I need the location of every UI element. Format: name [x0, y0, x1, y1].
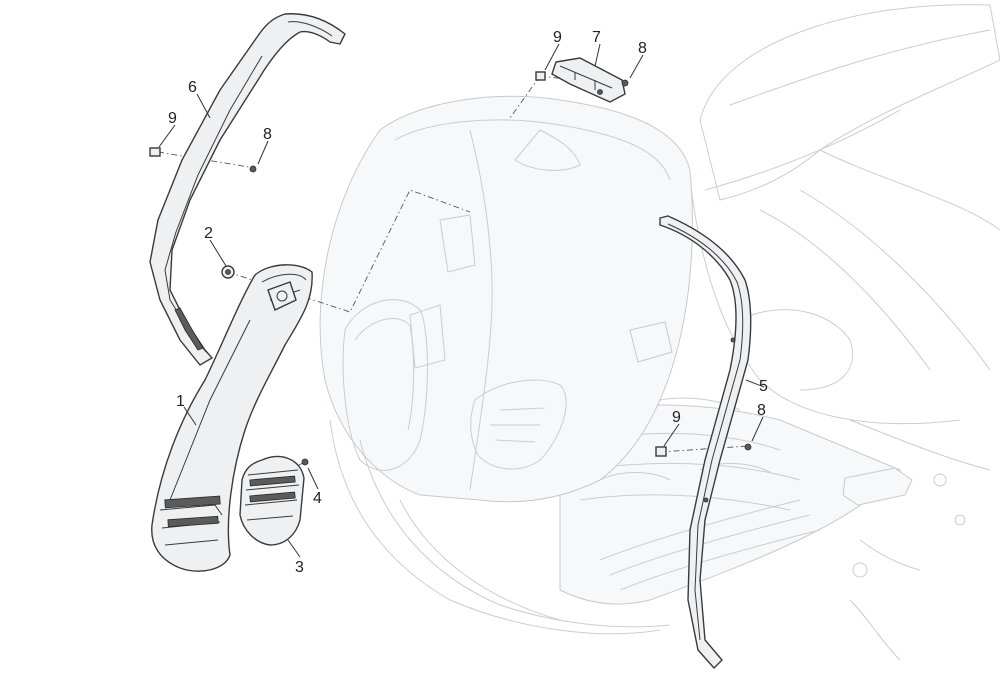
part-1-horn-cover [151, 264, 313, 572]
scooter-body-outline [319, 4, 1000, 661]
callout-8-right: 8 [757, 402, 766, 419]
callouts: 1 2 3 4 5 6 7 8 8 8 9 9 9 [168, 29, 768, 576]
callout-1: 1 [176, 393, 185, 410]
part-5-trim-strip [659, 215, 752, 670]
leader-lines [158, 43, 765, 558]
part-3-grille [239, 455, 305, 546]
callout-4: 4 [313, 490, 322, 507]
callout-9-left: 9 [168, 110, 177, 127]
part-7-bracket [551, 57, 626, 103]
callout-9-top: 9 [553, 29, 562, 46]
callout-8-left: 8 [263, 126, 272, 143]
callout-3: 3 [295, 559, 304, 576]
callout-5: 5 [759, 378, 768, 395]
callout-8-top-right: 8 [638, 40, 647, 57]
callout-7: 7 [592, 29, 601, 46]
callout-2: 2 [204, 225, 213, 242]
callout-6: 6 [188, 79, 197, 96]
callout-9-right: 9 [672, 409, 681, 426]
part-4-screw [301, 458, 309, 466]
hardware [149, 71, 752, 457]
part-2-clip [221, 265, 235, 279]
part-6-trim-strip [149, 13, 346, 366]
